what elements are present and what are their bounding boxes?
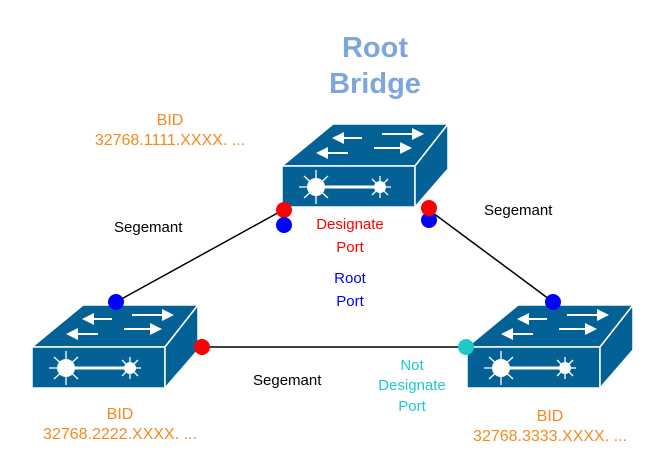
ndp-line2: Designate <box>378 377 446 395</box>
designated-port-root-left <box>276 202 292 218</box>
bid-left: BID 32768.2222.XXXX. ... <box>0 405 240 445</box>
bid-value: 32768.3333.XXXX. ... <box>473 428 627 445</box>
segment-label-left-right: Segemant <box>253 372 322 389</box>
title-line1: Root <box>341 32 409 64</box>
designated-port-root-right <box>421 200 437 216</box>
title-line2: Bridge <box>329 68 421 101</box>
switch-right <box>467 305 633 388</box>
bid-label: BID <box>536 408 564 425</box>
designated-port-label: Designate Port <box>300 214 400 259</box>
bid-root: BID 32768.1111.XXXX. ... <box>60 111 280 151</box>
root-bridge-title: Root Bridge <box>300 30 450 103</box>
root-port-left <box>108 294 124 310</box>
root-port-root-left-lower <box>276 217 292 233</box>
rp-line2: Port <box>336 292 364 310</box>
bid-value: 32768.1111.XXXX. ... <box>94 132 246 149</box>
link-root-right <box>428 209 554 303</box>
dp-line1: Designate <box>316 216 384 233</box>
bid-label: BID <box>106 406 134 423</box>
non-designated-port-label: Not Designate Port <box>362 356 462 417</box>
bid-value: 32768.2222.XXXX. ... <box>43 426 197 443</box>
root-port-right <box>545 294 561 310</box>
segment-label-root-right: Segemant <box>484 202 553 219</box>
designated-port-root-right-lower <box>421 212 437 228</box>
segment-label-root-left: Segemant <box>114 219 183 236</box>
non-designated-port-right <box>458 339 474 355</box>
switch-root-bridge <box>282 124 448 207</box>
designated-port-left <box>194 339 210 355</box>
link-root-left <box>115 209 284 303</box>
rp-line1: Root <box>334 270 366 287</box>
root-port-label: Root Port <box>300 268 400 313</box>
bid-label: BID <box>156 112 184 129</box>
dp-line2: Port <box>336 238 364 256</box>
switch-left <box>32 305 198 388</box>
bid-right: BID 32768.3333.XXXX. ... <box>440 407 660 447</box>
ndp-line1: Not <box>400 357 424 374</box>
ndp-line3: Port <box>398 397 426 415</box>
